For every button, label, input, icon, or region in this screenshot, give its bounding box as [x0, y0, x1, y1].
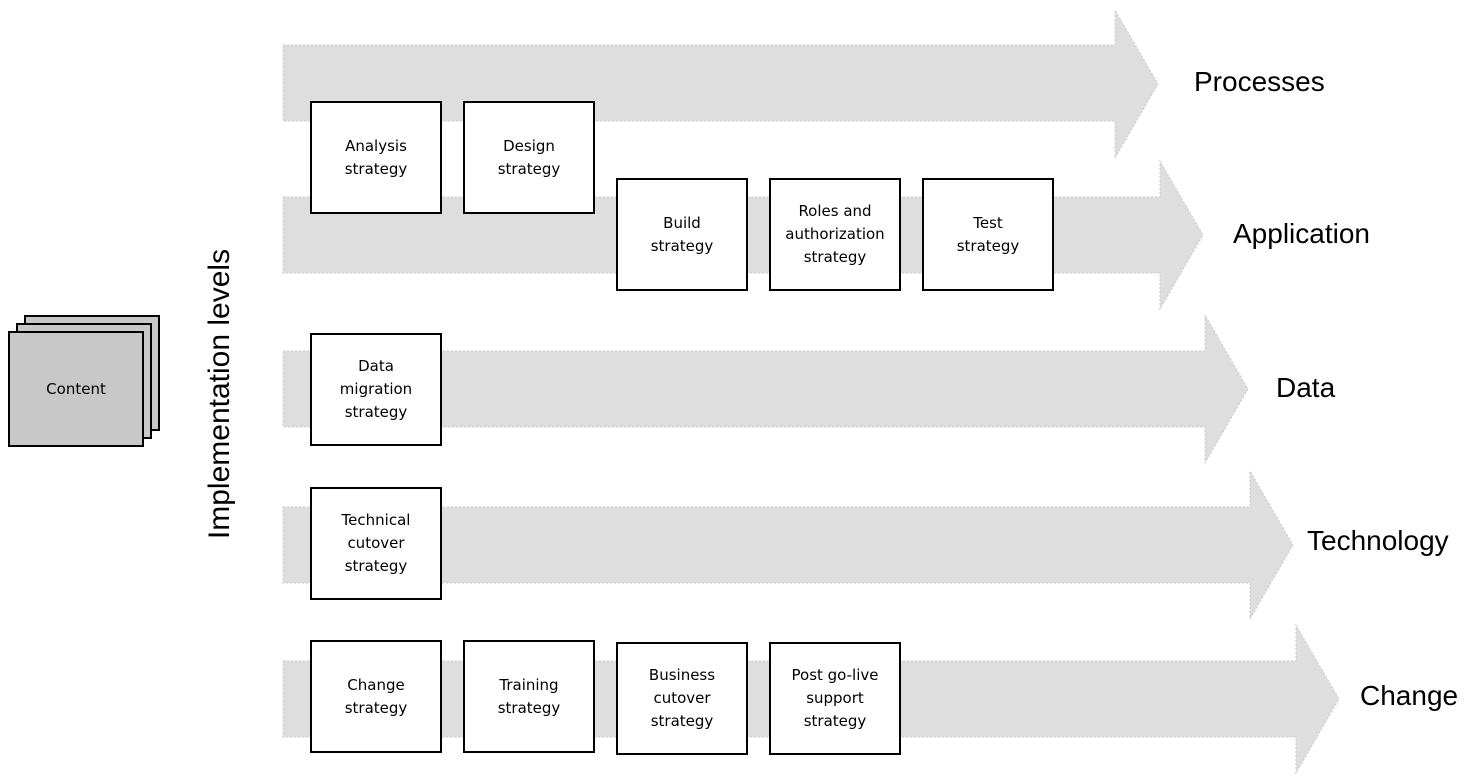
strategy-box-design: Design strategy — [463, 101, 595, 214]
strategy-box-text: Post go-live support strategy — [791, 666, 879, 730]
strategy-box-text: Training strategy — [497, 675, 561, 717]
strategy-box-post-go-live-support: Post go-live support strategy — [769, 642, 901, 755]
strategy-box-change: Change strategy — [310, 640, 442, 753]
strategy-box-roles-authorization: Roles and authorization strategy — [769, 178, 901, 291]
strategy-box-text: Build strategy — [650, 213, 714, 255]
strategy-box-text: Analysis strategy — [344, 136, 408, 178]
strategy-box-text: Business cutover strategy — [648, 666, 716, 730]
strategy-box-test: Test strategy — [922, 178, 1054, 291]
strategy-box-technical-cutover: Technical cutover strategy — [310, 487, 442, 600]
content-stack-front-card — [8, 331, 144, 447]
strategy-box-text: Test strategy — [956, 213, 1020, 255]
strategy-box-build: Build strategy — [616, 178, 748, 291]
strategy-box-text: Change strategy — [344, 675, 408, 717]
lane-label-technology: Technology — [1307, 525, 1449, 556]
strategy-box-data-migration: Data migration strategy — [310, 333, 442, 446]
strategy-box-text: Design strategy — [497, 136, 561, 178]
content-stack-label: Content — [46, 380, 106, 398]
implementation-levels-title: Implementation levels — [203, 248, 236, 540]
strategy-box-text: Data migration strategy — [339, 357, 413, 421]
technology-lane-arrow — [282, 469, 1294, 621]
strategy-box-text: Technical cutover strategy — [341, 511, 411, 575]
strategy-box-text: Roles and authorization strategy — [785, 202, 885, 266]
lane-label-processes: Processes — [1194, 66, 1325, 97]
lane-label-application: Application — [1233, 218, 1370, 249]
strategy-box-business-cutover: Business cutover strategy — [616, 642, 748, 755]
strategy-box-training: Training strategy — [463, 640, 595, 753]
strategy-box-analysis: Analysis strategy — [310, 101, 442, 214]
lane-label-data: Data — [1276, 372, 1336, 403]
lane-label-change: Change — [1360, 680, 1459, 711]
